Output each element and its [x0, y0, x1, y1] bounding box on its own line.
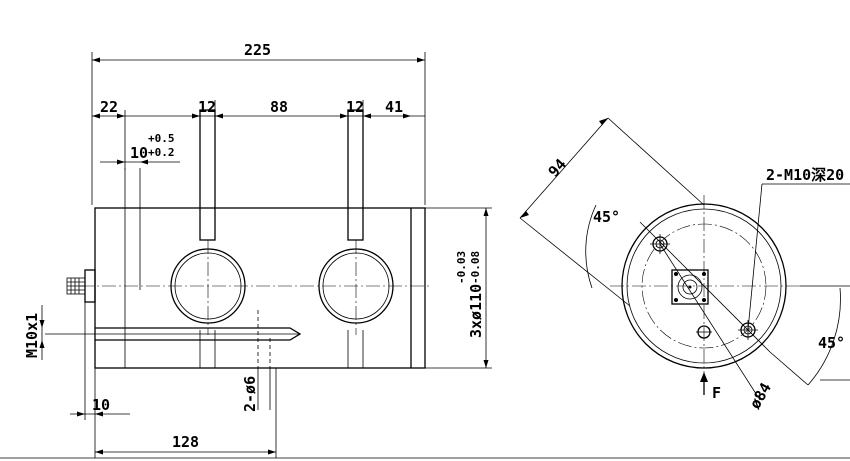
- dim-diameter: 3xø110: [467, 284, 485, 338]
- dim-right-offset: 41: [385, 98, 403, 116]
- dim-left-offset: 22: [100, 98, 118, 116]
- dim-tol-lower: +0.2: [148, 146, 175, 159]
- dim-tol-upper: +0.5: [148, 132, 175, 145]
- dim-holes: 2-ø6: [241, 376, 259, 412]
- dim-length: 94: [545, 155, 570, 180]
- cylinder-body: [94, 207, 426, 369]
- dim-total-length: 225: [244, 41, 271, 59]
- dim-diameter-tol-upper: -0.03: [455, 251, 468, 284]
- dim-angle-top: 45°: [593, 208, 620, 226]
- dim-connector-length: 10: [92, 396, 110, 414]
- dim-diameter-tol-lower: -0.08: [469, 251, 482, 284]
- dim-thread-holes: 2-M10深20: [766, 166, 844, 184]
- dim-tol-main: 10: [130, 144, 148, 162]
- dim-slot-spacing: 88: [270, 98, 288, 116]
- dim-angle-right: 45°: [818, 334, 845, 352]
- slot-right: [347, 109, 364, 241]
- dim-slot-width-2: 12: [346, 98, 364, 116]
- dim-thread: M10x1: [23, 313, 41, 358]
- dim-hole-distance: 128: [172, 433, 199, 451]
- side-connector: [671, 269, 709, 305]
- side-view: 94 45° 45° 2-M10深20 ø84 F: [519, 117, 850, 412]
- dim-slot-width-1: 12: [198, 98, 216, 116]
- front-view: 225 22 12 88 12 41 10 +0.5 +0.2 3xø110 -…: [23, 41, 492, 458]
- force-label: F: [712, 384, 721, 402]
- slot-left: [199, 109, 216, 241]
